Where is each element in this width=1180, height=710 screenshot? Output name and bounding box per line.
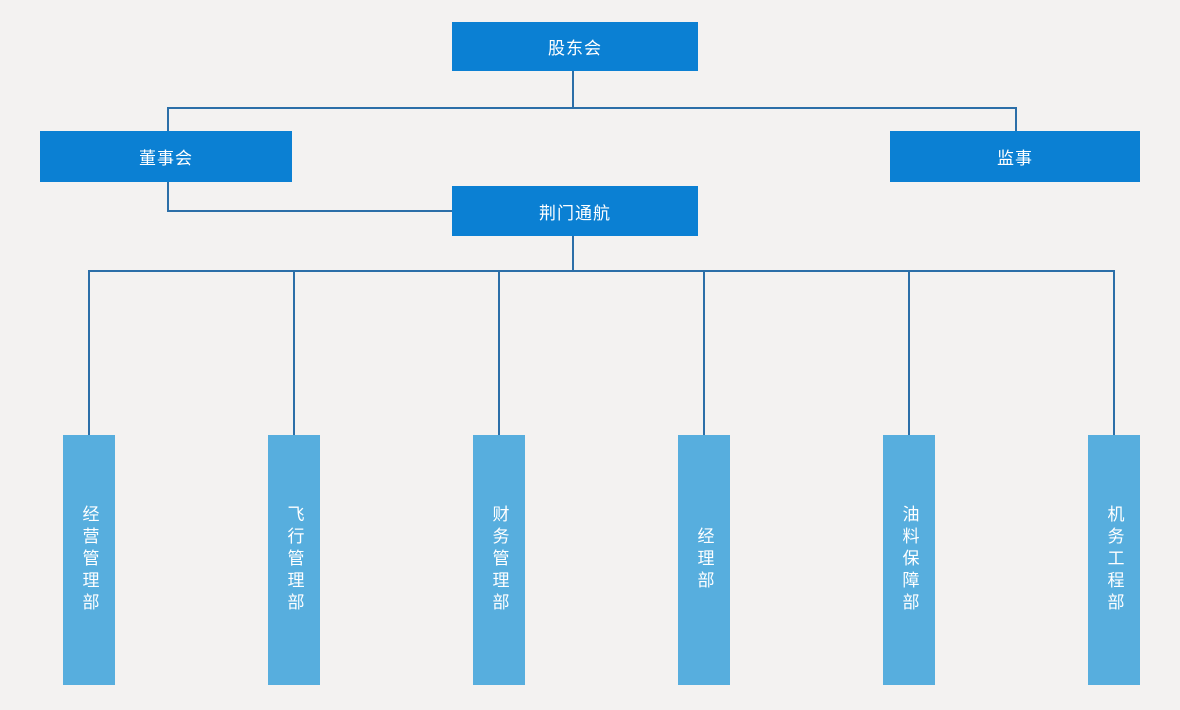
org-node-label: 财务管理部 — [488, 505, 509, 615]
org-node-dept-manager: 经理部 — [678, 435, 730, 685]
org-node-label: 油料保障部 — [898, 505, 919, 615]
org-node-dept-fuel-support: 油料保障部 — [883, 435, 935, 685]
org-node-label: 飞行管理部 — [283, 505, 304, 615]
org-node-dept-operations-management: 经营管理部 — [63, 435, 115, 685]
org-node-label: 经理部 — [693, 527, 714, 593]
connector-drop-dept-1 — [88, 270, 90, 435]
connector-level2-horizontal — [167, 107, 1017, 109]
connector-drop-dept-4 — [703, 270, 705, 435]
org-node-supervisor: 监事 — [890, 131, 1140, 182]
org-node-label: 机务工程部 — [1103, 505, 1124, 615]
org-node-label: 董事会 — [139, 149, 193, 169]
connector-drop-dept-2 — [293, 270, 295, 435]
org-node-label: 股东会 — [548, 39, 602, 59]
connector-root-to-level2 — [572, 71, 574, 108]
org-node-shareholders-meeting: 股东会 — [452, 22, 698, 71]
connector-drop-dept-3 — [498, 270, 500, 435]
connector-drop-dept-5 — [908, 270, 910, 435]
org-node-dept-finance-management: 财务管理部 — [473, 435, 525, 685]
org-node-label: 经营管理部 — [78, 505, 99, 615]
org-node-dept-flight-management: 飞行管理部 — [268, 435, 320, 685]
connector-board-to-company — [167, 210, 454, 212]
org-node-label: 荆门通航 — [539, 203, 611, 224]
org-node-company: 荆门通航 — [452, 186, 698, 236]
connector-drop-dept-6 — [1113, 270, 1115, 435]
org-node-board-of-directors: 董事会 — [40, 131, 292, 182]
connector-company-to-level4 — [572, 236, 574, 272]
org-node-dept-maintenance-engineering: 机务工程部 — [1088, 435, 1140, 685]
connector-departments-horizontal — [88, 270, 1115, 272]
org-node-label: 监事 — [997, 149, 1033, 169]
connector-supervisor-vertical — [1015, 107, 1017, 132]
